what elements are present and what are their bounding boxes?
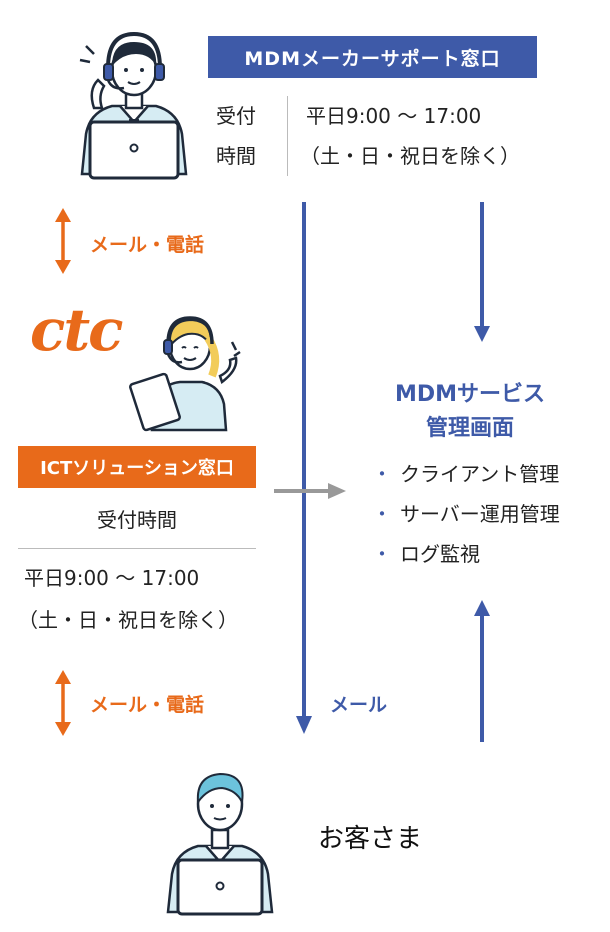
mail-label: メール [330,694,388,716]
maker-hours-label-1: 受付 [216,104,256,128]
maker-hours-line-1: 平日9:00 〜 17:00 [306,104,482,128]
maker-hours-divider [287,96,288,176]
maker-support-title: MDMメーカーサポート窓口 [208,36,537,78]
ctc-to-service-arrow [274,483,346,499]
bottom-contact-label: メール・電話 [90,694,205,716]
mdm-item-log: ・ログ監視 [372,542,480,566]
maker-to-service-arrow [474,202,490,342]
ctc-logo: ctc [30,296,123,364]
mdm-item-server: ・サーバー運用管理 [372,502,560,526]
top-contact-label: メール・電話 [90,234,205,256]
ctc-hours-line-2: （土・日・祝日を除く） [18,608,238,632]
customer-label: お客さま [318,824,423,854]
mdm-service-title-2: 管理画面 [425,416,514,441]
ctc-hours-line-1: 平日9:00 〜 17:00 [24,566,200,590]
customer-to-service-arrow [474,600,490,742]
maker-hours-line-2: （土・日・祝日を除く） [300,144,520,168]
bullet-icon: ・ [372,542,392,566]
mail-arrow-line [296,202,312,734]
bullet-icon: ・ [372,462,392,486]
bullet-icon: ・ [372,502,392,526]
contact-double-arrow-bottom [55,670,71,736]
contact-double-arrow-top [55,208,71,274]
customer-laptop-icon [166,772,274,916]
female-operator-icon [129,316,241,432]
maker-hours-label-2: 時間 [216,144,256,168]
ctc-hours-divider [18,548,256,549]
ctc-hours-label: 受付時間 [97,508,177,532]
ict-solution-title: ICTソリューション窓口 [18,446,256,488]
headset-operator-icon [79,31,188,180]
mdm-service-title-1: MDMサービス [394,382,546,407]
mdm-item-client: ・クライアント管理 [372,462,560,486]
